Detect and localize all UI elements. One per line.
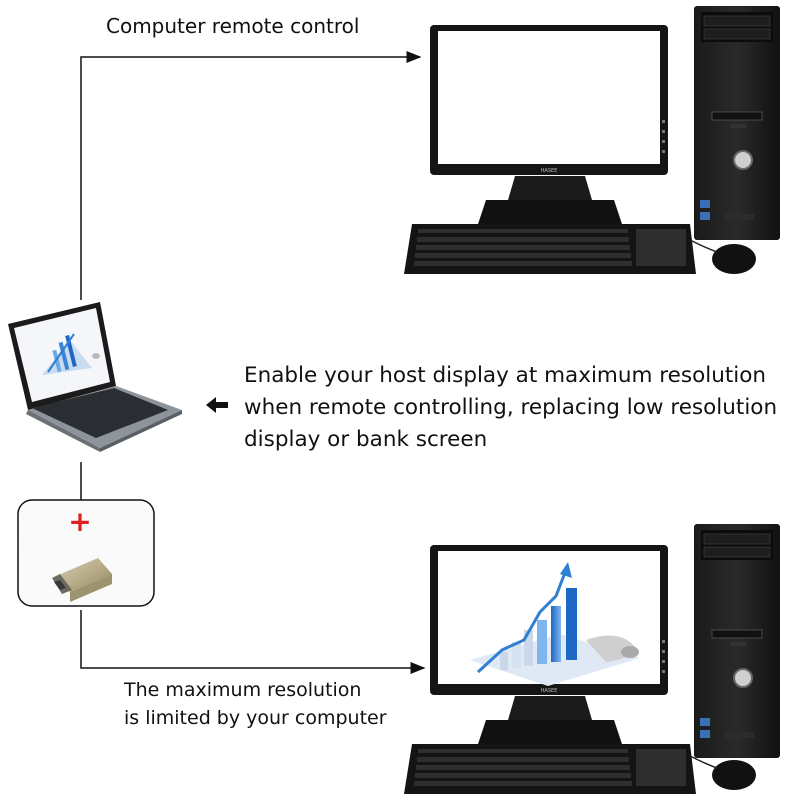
top-keyboard-keys [414,229,686,266]
bottom-caption-line-1: The maximum resolution [124,679,362,701]
top-desktop-computer: HASEE [404,6,780,274]
top-caption: Computer remote control [106,14,360,38]
laptop [8,302,182,452]
bottom-caption-line-2: is limited by your computer [124,707,387,729]
plus-icon: + [68,505,91,538]
top-connector-arrow [80,51,422,300]
connector-lines [80,51,426,674]
bottom-mouse [712,760,756,790]
top-monitor-brand-text: HASEE [541,168,558,174]
bottom-monitor-brand-text: HASEE [541,688,558,694]
bottom-monitor-chart-graphic [470,562,640,686]
bottom-connector-arrow [80,610,426,674]
top-tower [694,6,780,240]
top-monitor-screen-blank [438,31,660,164]
laptop-screen-chart [42,333,100,375]
middle-description-line-2: when remote controlling, replacing low r… [244,395,778,420]
hdmi-adapter-card [17,499,155,607]
bottom-caption: The maximum resolution is limited by you… [124,676,387,732]
middle-description-line-3: display or bank screen [244,427,488,452]
laptop-keyboard [32,388,168,438]
bottom-desktop-computer: HASEE [404,524,780,794]
chart-bars [500,588,577,670]
hdmi-adapter-plug [52,558,112,602]
middle-description-line-1: Enable your host display at maximum reso… [244,363,767,388]
bottom-monitor: HASEE [430,545,668,744]
left-arrow-icon [206,397,228,413]
middle-description: Enable your host display at maximum reso… [244,360,777,456]
top-keyboard [404,224,696,274]
bottom-keyboard [404,744,696,794]
bottom-tower [694,524,780,758]
top-mouse [712,244,756,274]
top-monitor: HASEE [430,25,668,224]
